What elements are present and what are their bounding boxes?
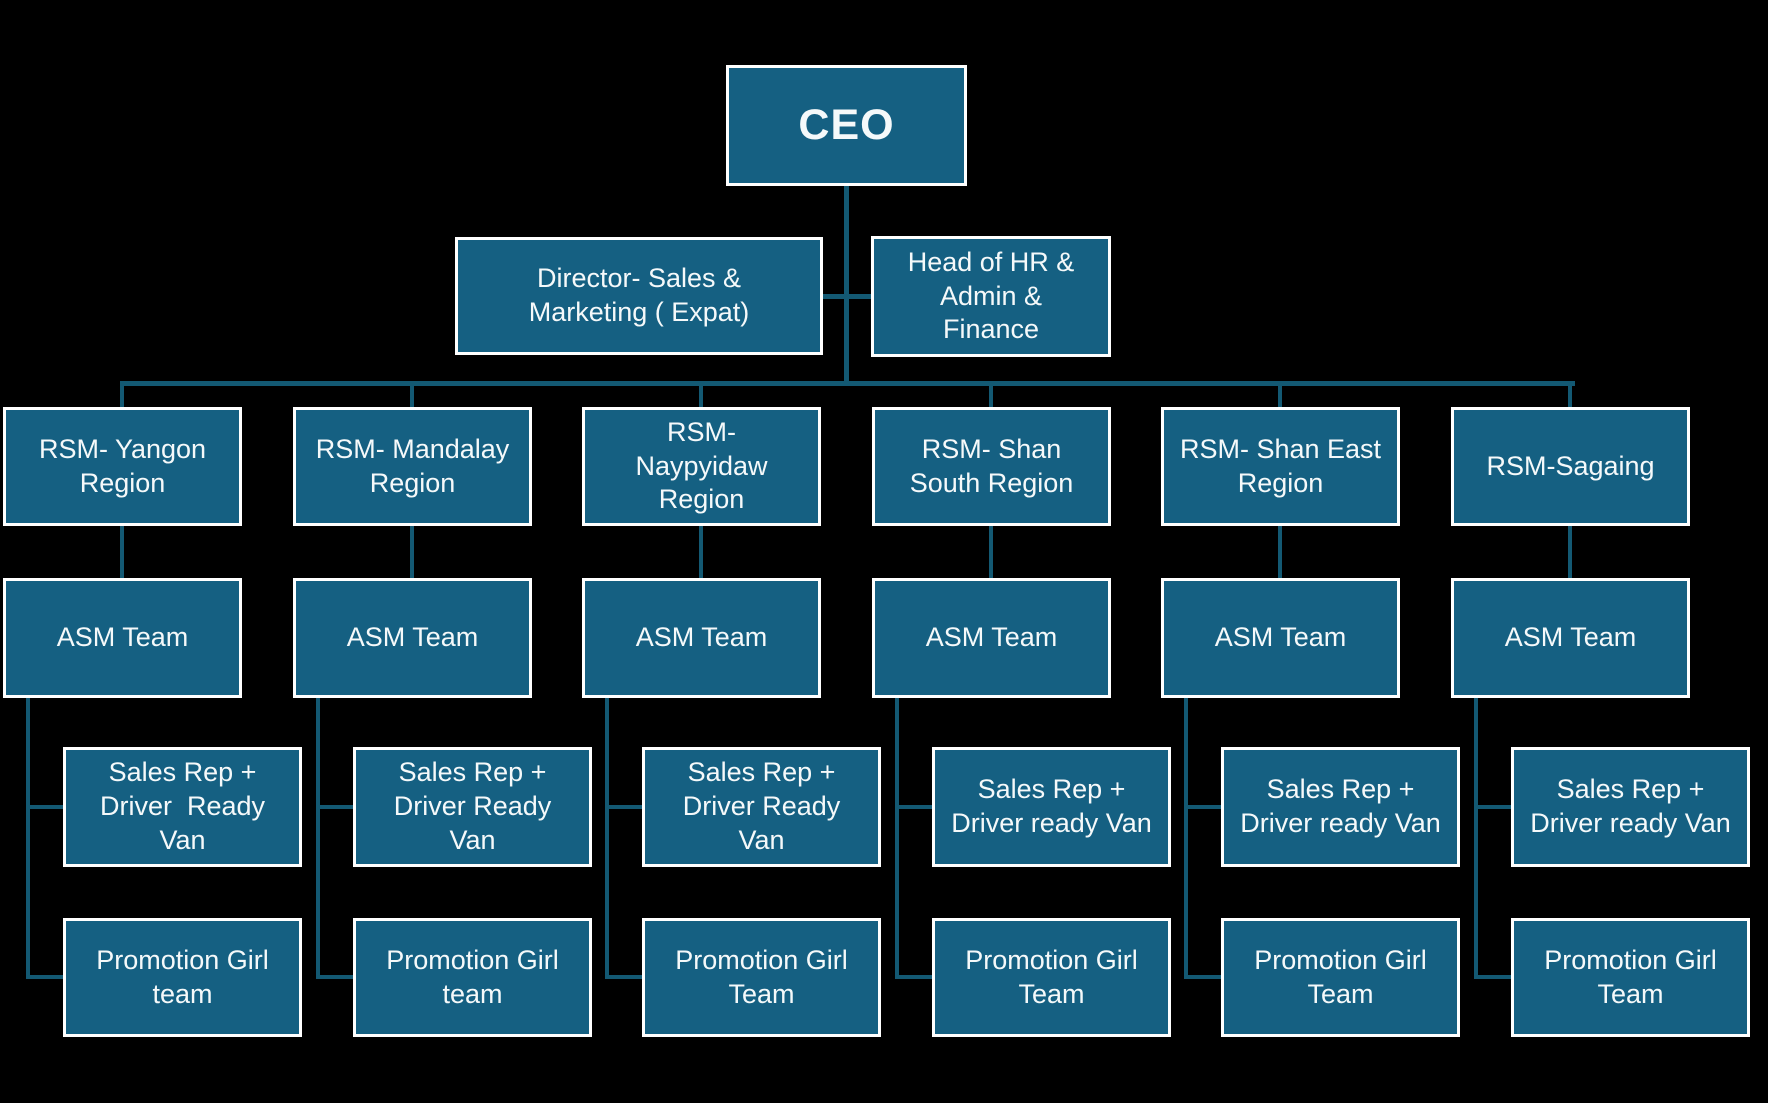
- node-sales-rep-driver-van-yangon[interactable]: Sales Rep + Driver Ready Van: [63, 747, 302, 867]
- connector-promo-stub: [895, 975, 932, 979]
- node-label: Sales Rep + Driver Ready Van: [393, 757, 552, 855]
- connector-asm-drop-vertical: [1474, 698, 1478, 979]
- node-label: Promotion Girl Team: [1254, 944, 1427, 1009]
- node-label: ASM Team: [925, 622, 1058, 653]
- connector-asm-drop-vertical: [1184, 698, 1188, 979]
- connector-promo-stub: [316, 975, 353, 979]
- node-label: RSM- Shan East Region: [1179, 433, 1382, 498]
- connector-sales-stub: [26, 805, 63, 809]
- node-sales-rep-driver-van-naypyidaw[interactable]: Sales Rep + Driver Ready Van: [642, 747, 881, 867]
- node-label: ASM Team: [1214, 622, 1347, 653]
- node-promotion-girl-team-shan-south[interactable]: Promotion Girl Team: [932, 918, 1171, 1037]
- node-label: Sales Rep + Driver Ready Van: [99, 757, 266, 855]
- node-asm-team-mandalay[interactable]: ASM Team: [293, 578, 532, 698]
- connector-sales-stub: [316, 805, 353, 809]
- connector-trunk-horizontal: [120, 381, 1575, 386]
- connector-sales-stub: [1474, 805, 1511, 809]
- node-sales-rep-driver-van-shan-south[interactable]: Sales Rep + Driver ready Van: [932, 747, 1171, 867]
- node-label: Sales Rep + Driver Ready Van: [682, 757, 841, 855]
- node-asm-team-yangon[interactable]: ASM Team: [3, 578, 242, 698]
- node-asm-team-shan-east[interactable]: ASM Team: [1161, 578, 1400, 698]
- node-rsm-shan-south[interactable]: RSM- Shan South Region: [872, 407, 1111, 526]
- connector-trunk-to-rsm: [989, 381, 993, 407]
- node-label: ASM Team: [56, 622, 189, 653]
- node-promotion-girl-team-naypyidaw[interactable]: Promotion Girl Team: [642, 918, 881, 1037]
- node-label: RSM- Shan South Region: [909, 433, 1074, 498]
- node-sales-rep-driver-van-sagaing[interactable]: Sales Rep + Driver ready Van: [1511, 747, 1750, 867]
- node-sales-rep-driver-van-mandalay[interactable]: Sales Rep + Driver Ready Van: [353, 747, 592, 867]
- connector-rsm-to-asm: [120, 526, 124, 578]
- node-label: Promotion Girl Team: [965, 944, 1138, 1009]
- node-director-sales-marketing[interactable]: Director- Sales & Marketing ( Expat): [455, 237, 823, 355]
- connector-asm-drop-vertical: [26, 698, 30, 979]
- connector-rsm-to-asm: [410, 526, 414, 578]
- connector-promo-stub: [605, 975, 642, 979]
- node-promotion-girl-team-shan-east[interactable]: Promotion Girl Team: [1221, 918, 1460, 1037]
- node-asm-team-shan-south[interactable]: ASM Team: [872, 578, 1111, 698]
- node-label: RSM- Naypyidaw Region: [635, 416, 768, 515]
- connector-rsm-to-asm: [699, 526, 703, 578]
- node-rsm-sagaing[interactable]: RSM-Sagaing: [1451, 407, 1690, 526]
- node-asm-team-sagaing[interactable]: ASM Team: [1451, 578, 1690, 698]
- node-label: Head of HR & Admin & Finance: [907, 246, 1075, 345]
- connector-promo-stub: [1184, 975, 1221, 979]
- node-promotion-girl-team-mandalay[interactable]: Promotion Girl team: [353, 918, 592, 1037]
- node-ceo[interactable]: CEO: [726, 65, 967, 186]
- node-label: ASM Team: [346, 622, 479, 653]
- node-sales-rep-driver-van-shan-east[interactable]: Sales Rep + Driver ready Van: [1221, 747, 1460, 867]
- node-label: RSM- Mandalay Region: [315, 433, 510, 498]
- connector-ceo-vertical: [844, 186, 849, 386]
- node-label: Promotion Girl Team: [1544, 944, 1717, 1009]
- node-label: Sales Rep + Driver ready Van: [951, 774, 1152, 838]
- connector-trunk-to-rsm: [699, 381, 703, 407]
- connector-rsm-to-asm: [989, 526, 993, 578]
- connector-trunk-to-rsm: [1278, 381, 1282, 407]
- node-rsm-mandalay[interactable]: RSM- Mandalay Region: [293, 407, 532, 526]
- node-rsm-yangon[interactable]: RSM- Yangon Region: [3, 407, 242, 526]
- node-label: Promotion Girl team: [386, 944, 559, 1009]
- node-rsm-shan-east[interactable]: RSM- Shan East Region: [1161, 407, 1400, 526]
- node-label: Sales Rep + Driver ready Van: [1240, 774, 1441, 838]
- node-promotion-girl-team-sagaing[interactable]: Promotion Girl Team: [1511, 918, 1750, 1037]
- connector-asm-drop-vertical: [316, 698, 320, 979]
- connector-sales-stub: [895, 805, 932, 809]
- node-rsm-naypyidaw[interactable]: RSM- Naypyidaw Region: [582, 407, 821, 526]
- node-label: Promotion Girl Team: [675, 944, 848, 1009]
- node-head-hr-admin-finance[interactable]: Head of HR & Admin & Finance: [871, 236, 1111, 357]
- connector-trunk-to-rsm: [410, 381, 414, 407]
- connector-promo-stub: [26, 975, 63, 979]
- connector-sales-stub: [1184, 805, 1221, 809]
- node-promotion-girl-team-yangon[interactable]: Promotion Girl team: [63, 918, 302, 1037]
- node-label: Director- Sales & Marketing ( Expat): [528, 263, 750, 327]
- node-label: ASM Team: [1504, 622, 1637, 653]
- node-label: ASM Team: [635, 622, 768, 653]
- node-label: Sales Rep + Driver ready Van: [1530, 774, 1731, 838]
- connector-sales-stub: [605, 805, 642, 809]
- node-label: RSM- Yangon Region: [38, 433, 207, 498]
- node-asm-team-naypyidaw[interactable]: ASM Team: [582, 578, 821, 698]
- connector-staff-horizontal: [823, 294, 871, 299]
- connector-trunk-to-rsm: [1568, 381, 1572, 407]
- node-label: Promotion Girl team: [96, 944, 269, 1009]
- node-label: RSM-Sagaing: [1486, 450, 1655, 481]
- connector-rsm-to-asm: [1568, 526, 1572, 578]
- connector-asm-drop-vertical: [895, 698, 899, 979]
- node-label: CEO: [798, 100, 895, 149]
- connector-asm-drop-vertical: [605, 698, 609, 979]
- connector-rsm-to-asm: [1278, 526, 1282, 578]
- connector-promo-stub: [1474, 975, 1511, 979]
- connector-trunk-to-rsm: [120, 381, 124, 407]
